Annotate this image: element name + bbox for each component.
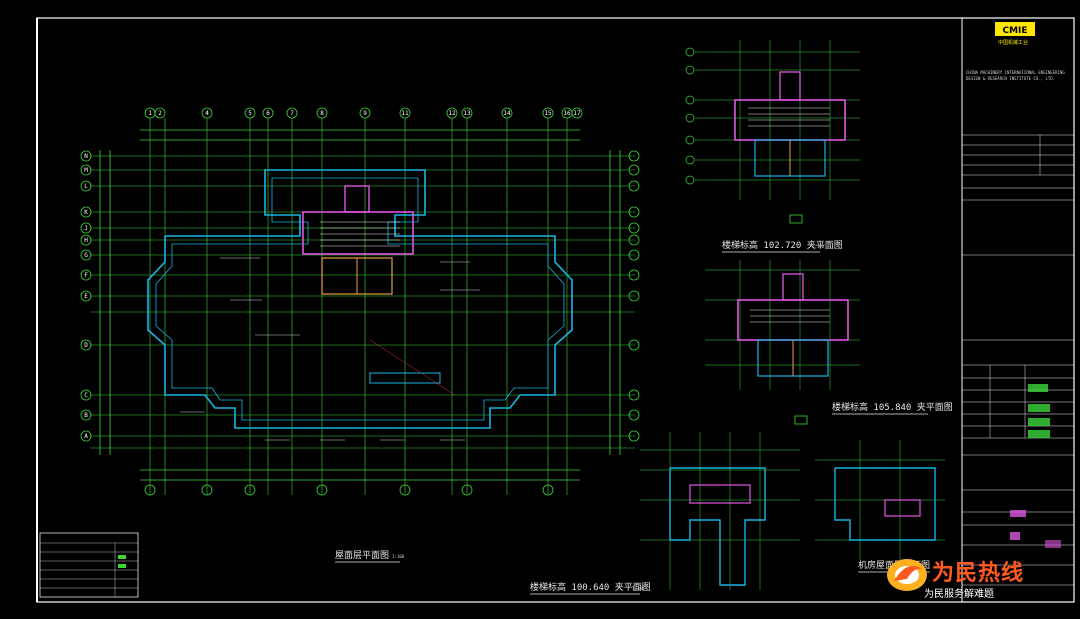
axis-left-h: H — [84, 237, 88, 244]
axis-left-k: K — [84, 209, 88, 216]
axis-left-d: D — [84, 342, 88, 349]
axis-top-6: 6 — [266, 110, 270, 117]
watermark-tagline: 为民服务解难题 — [924, 589, 994, 600]
legend-table — [39, 532, 139, 598]
axis-top-9: 9 — [363, 110, 367, 117]
main-plan-scale: 1:100 — [392, 554, 405, 559]
axis-left-e: E — [84, 293, 88, 300]
watermark-logo: 为民热线 为民服务解难题 — [884, 545, 1074, 607]
company-logo-box — [995, 22, 1035, 36]
company-logo-text: CMIE — [1002, 26, 1027, 36]
axis-top-4: 4 — [205, 110, 209, 117]
axis-top-7: 7 — [290, 110, 294, 117]
stair-elevation-bottom-scale: 1:100 — [632, 586, 645, 591]
flame-icon — [887, 559, 927, 591]
company-en-line-2: DESIGN & RESEARCH INSTITUTE CO., LTD. — [966, 76, 1055, 81]
stair-elevation-bottom-title: 楼梯标高 100.640 夹平面图 — [530, 581, 651, 593]
axis-left-l: L — [84, 183, 88, 190]
sheet-frame — [36, 17, 1075, 603]
stair-detail-mid: 楼梯标高 105.840 夹平面图 — [705, 260, 953, 425]
stair-elevation-top-scale: 1:100 — [812, 244, 825, 249]
stair-elevation-mid-title: 楼梯标高 105.840 夹平面图 — [832, 401, 953, 413]
main-floor-plan: 1 2 4 5 6 7 8 9 11 12 13 14 15 16 17 N M… — [80, 107, 640, 563]
axis-top-12: 12 — [448, 110, 456, 117]
axis-top-11: 11 — [401, 110, 409, 117]
watermark-brand: 为民热线 — [932, 561, 1025, 586]
axis-top-8: 8 — [320, 110, 324, 117]
axis-top-14: 14 — [503, 110, 511, 117]
axis-left-f: F — [84, 272, 88, 279]
axis-left-g: G — [84, 252, 88, 259]
title-block: CMIE 中国机械工业 CHINA MACHINERY INTERNATIONA… — [961, 18, 1074, 602]
stair-detail-top: 楼梯标高 102.720 夹平面图 1:100 — [685, 40, 860, 253]
company-en-line-1: CHINA MACHINERY INTERNATIONAL ENGINEERIN… — [966, 70, 1065, 75]
axis-top-2: 2 — [158, 110, 162, 117]
axis-left-a: A — [84, 433, 88, 440]
axis-top-15: 15 — [544, 110, 552, 117]
stair-elevation-top-title: 楼梯标高 102.720 夹平面图 — [722, 239, 843, 251]
axis-top-13: 13 — [463, 110, 471, 117]
axis-left-b: B — [84, 412, 88, 419]
axis-left-n: N — [84, 153, 88, 160]
company-cn: 中国机械工业 — [998, 39, 1028, 46]
axis-top-5: 5 — [248, 110, 252, 117]
axis-top-17: 17 — [573, 110, 581, 117]
axis-top-1: 1 — [148, 110, 152, 117]
axis-left-m: M — [84, 167, 88, 174]
axis-top-16: 16 — [563, 110, 571, 117]
main-plan-title: 屋面层平面图 — [335, 550, 389, 561]
axis-left-j: J — [84, 225, 88, 232]
axis-left-c: C — [84, 392, 88, 399]
